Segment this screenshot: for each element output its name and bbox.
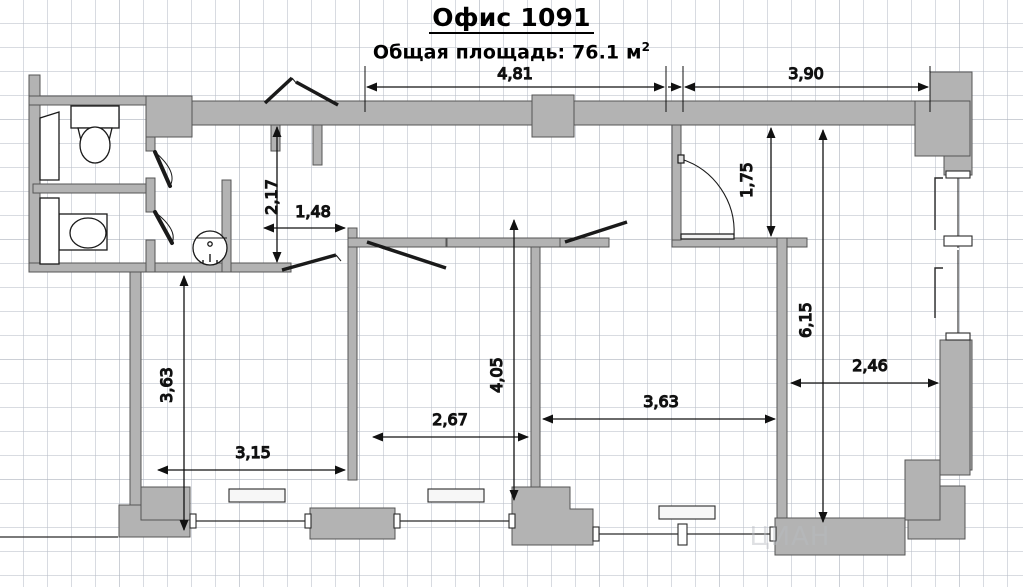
- wall-room3-top-b: [671, 237, 808, 248]
- wall-room3-top: [559, 237, 610, 248]
- sink-icon: [192, 230, 228, 266]
- dimension-layer: 4,81 3,90 2,17 1,48 1,75: [156, 63, 939, 531]
- door-layer: [153, 76, 735, 272]
- dim-label-3-63-right: 3,63: [643, 392, 679, 411]
- door-swing-right: [677, 154, 735, 240]
- wall-wc-divider: [32, 183, 147, 194]
- dim-label-4-81: 4,81: [497, 64, 533, 83]
- fixture-layer: [39, 105, 228, 266]
- wall-wc-right-lower: [145, 239, 156, 273]
- sliding-door-entry-right: [295, 80, 339, 107]
- pier-bottom-right: [774, 517, 906, 556]
- toilet-icon-lower: [58, 213, 108, 251]
- window-right-upper: [934, 177, 973, 248]
- dim-label-2-17: 2,17: [262, 179, 281, 215]
- wall-wc-top: [28, 95, 147, 106]
- wall-layer: [28, 71, 973, 556]
- sliding-door-room3: [564, 220, 628, 244]
- door-swing-wc-upper: [153, 150, 173, 188]
- window-layer: [0, 170, 973, 546]
- dim-label-6-15: 6,15: [796, 302, 815, 338]
- dim-top-right-span: [668, 66, 931, 112]
- watermark-text: ЦИАН: [750, 522, 831, 552]
- wall-room2-right: [530, 246, 541, 493]
- window-right-lower: [934, 170, 971, 341]
- column-top-wall: [531, 94, 575, 138]
- wall-right-notch: [904, 459, 941, 521]
- wall-right-top-inner: [914, 100, 971, 157]
- dim-label-2-67: 2,67: [432, 410, 468, 429]
- wall-room2-top-b: [446, 237, 561, 248]
- sliding-door-hall-room2: [281, 253, 342, 272]
- dim-label-3-63-left: 3,63: [157, 367, 176, 403]
- wall-wc-right-mid: [145, 177, 156, 213]
- pier-bottom-left-inner: [140, 486, 191, 521]
- toilet-icon-upper: [70, 105, 120, 164]
- wall-room2-top-a: [347, 237, 447, 248]
- dim-label-1-48: 1,48: [295, 202, 331, 221]
- bathtub-icon-lower: [39, 197, 60, 265]
- door-swing-wc-lower: [153, 210, 174, 245]
- wall-room3-doorjamb: [671, 124, 682, 241]
- wall-corridor-south-b: [312, 124, 323, 166]
- window-bottom-2: [393, 488, 516, 529]
- wall-right-lower-outer: [939, 339, 971, 476]
- wall-room3-right: [776, 237, 788, 526]
- dim-label-3-90: 3,90: [788, 64, 824, 83]
- sliding-door-entry-left: [263, 76, 298, 105]
- window-bottom-1: [189, 488, 312, 529]
- dim-label-1-75: 1,75: [737, 162, 756, 198]
- wall-entry-block: [145, 95, 193, 138]
- dim-label-4-05: 4,05: [487, 357, 506, 393]
- dim-label-2-46: 2,46: [852, 356, 888, 375]
- wall-leftroom-left: [129, 271, 142, 511]
- window-bottom-3: [592, 505, 777, 546]
- dim-top-left-span: [364, 66, 667, 112]
- bathtub-icon-upper: [39, 111, 60, 181]
- dim-label-3-15: 3,15: [235, 443, 271, 462]
- wall-wc-bottom: [28, 262, 292, 273]
- wall-leftroom-right: [347, 227, 358, 481]
- wall-hall-vertical: [221, 179, 232, 273]
- sliding-door-room2: [366, 240, 447, 270]
- wall-corridor-south-a: [270, 124, 281, 152]
- pier-bottom-mid-1: [309, 507, 396, 540]
- pier-bottom-mid-2: [511, 486, 594, 546]
